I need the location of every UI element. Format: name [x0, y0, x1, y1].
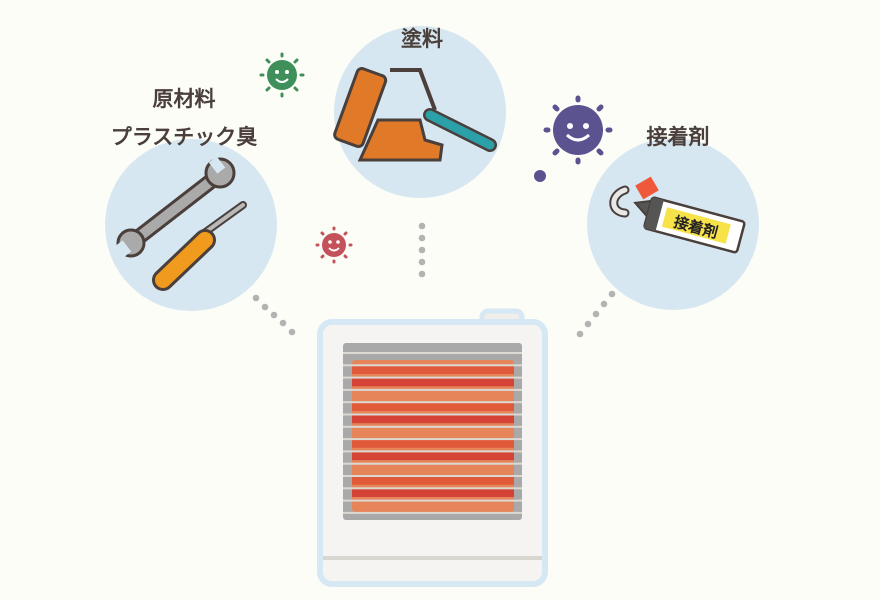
- heating-stripe: [352, 427, 514, 436]
- grill-line: [343, 413, 522, 416]
- adhesive-circle: 接着剤: [587, 138, 759, 310]
- heating-stripe: [352, 439, 514, 448]
- heating-stripe: [352, 476, 514, 485]
- label-plastic-smell: プラスチック臭: [111, 125, 258, 149]
- raw-material-circle: [105, 139, 277, 311]
- label-paint: 塗料: [401, 27, 443, 51]
- heating-stripe: [352, 366, 514, 374]
- grill-line: [343, 388, 522, 391]
- heating-stripe: [352, 402, 514, 411]
- heater: [317, 308, 548, 587]
- virus-purple-icon: [534, 95, 613, 182]
- virus-green-icon: [259, 52, 305, 98]
- grill-line: [343, 352, 522, 354]
- virus-red-icon: [315, 226, 353, 264]
- grill-line: [343, 475, 522, 477]
- wrench-icon: [114, 156, 236, 258]
- grill-line: [343, 499, 522, 502]
- label-adhesive: 接着剤: [647, 125, 710, 149]
- paint-circle: [333, 26, 506, 198]
- dotted-connectors: [252, 222, 616, 338]
- grill-line: [343, 438, 522, 441]
- grill-line: [343, 376, 522, 379]
- paint-roller-icon: [333, 67, 497, 162]
- heating-stripe: [352, 489, 514, 497]
- grill-line: [343, 364, 522, 367]
- grill-line: [343, 487, 522, 490]
- heating-stripe: [352, 452, 514, 461]
- heating-stripe: [352, 501, 514, 510]
- heating-stripe: [352, 415, 514, 424]
- heating-stripe: [352, 464, 514, 473]
- adhesive-tube-icon: 接着剤: [609, 176, 746, 254]
- heating-elements: [352, 366, 514, 510]
- grill-line: [343, 401, 522, 404]
- grill-line: [343, 425, 522, 428]
- screwdriver-icon: [152, 201, 247, 291]
- grill-line: [343, 450, 522, 453]
- grill-line: [343, 511, 522, 514]
- grill-line: [343, 462, 522, 465]
- label-raw-material: 原材料: [153, 87, 216, 111]
- grill-bars: [343, 352, 522, 514]
- heating-stripe: [352, 378, 514, 387]
- heating-stripe: [352, 390, 514, 399]
